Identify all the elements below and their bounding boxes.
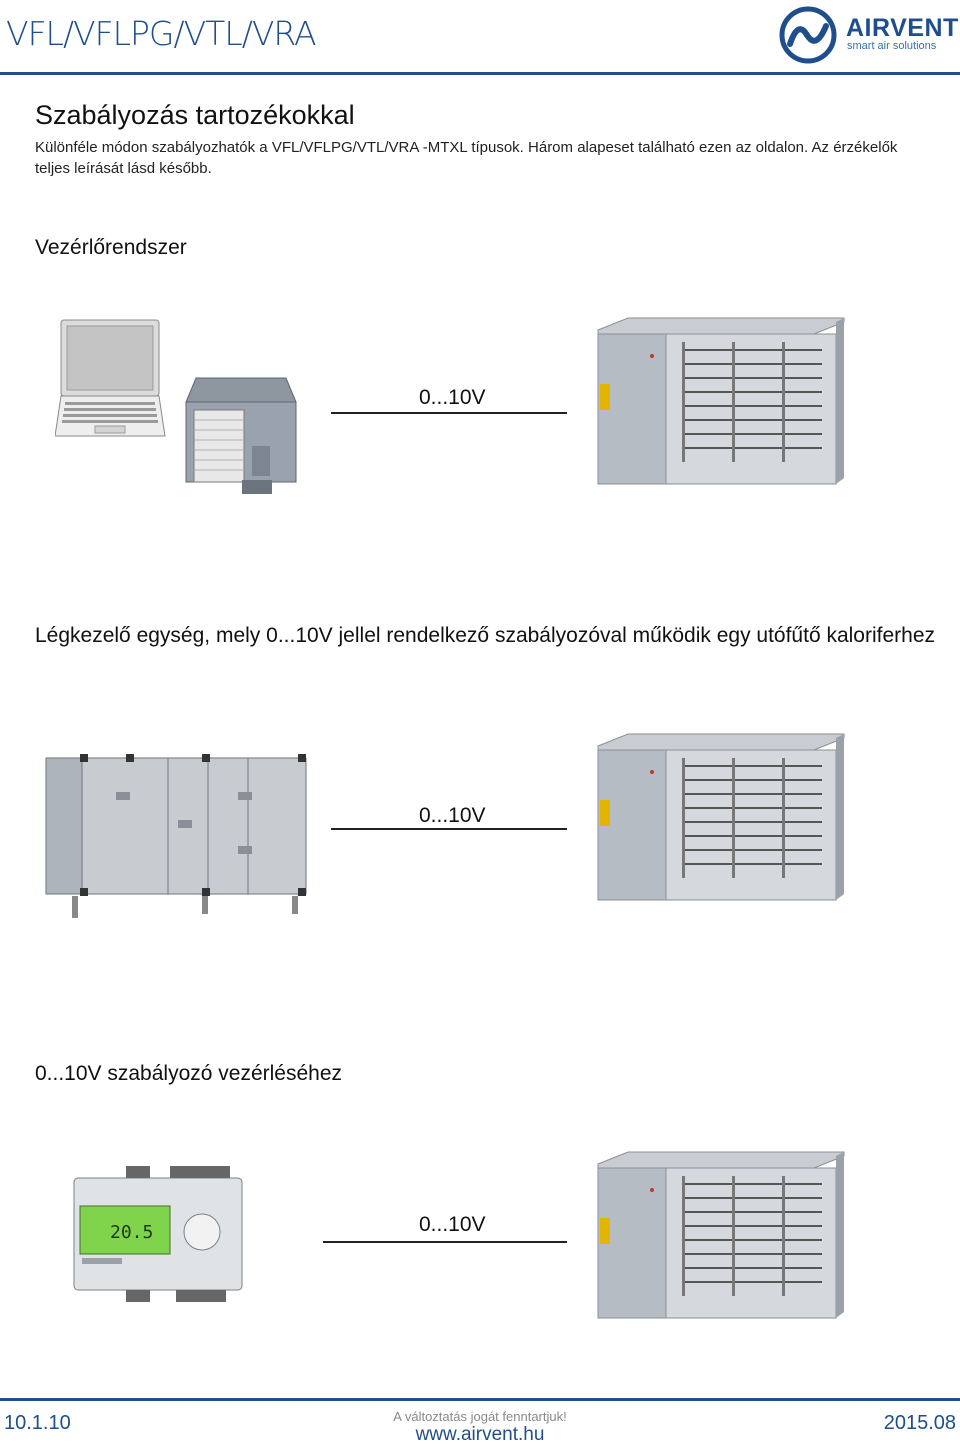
controller-display-text: 20.5: [110, 1222, 153, 1243]
section-2-signal-label: 0...10V: [419, 804, 486, 828]
section-1-signal-label: 0...10V: [419, 386, 486, 410]
section-3-signal-line: [323, 1241, 567, 1243]
rights-note: A változtatás jogát fenntartjuk!: [0, 1409, 960, 1424]
page-heading: Szabályozás tartozékokkal: [35, 100, 355, 131]
0-10v-controller-image: 20.5: [66, 1160, 248, 1312]
section-1-signal-line: [331, 412, 567, 414]
document-title: VFL/VFLPG/VTL/VRA: [6, 14, 316, 53]
section-3-signal-label: 0...10V: [419, 1213, 486, 1237]
section-2-title: Légkezelő egység, mely 0...10V jellel re…: [35, 622, 935, 649]
section-3-title: 0...10V szabályozó vezérléséhez: [35, 1062, 342, 1086]
document-date: 2015.08: [884, 1412, 956, 1435]
header-rule: [0, 72, 960, 75]
air-handling-unit-image: [42, 750, 310, 922]
logo-tagline: smart air solutions: [847, 40, 936, 52]
section-2-signal-line: [331, 828, 567, 830]
controller-unit-image: [182, 372, 300, 496]
footer-rule: [0, 1398, 960, 1401]
duct-heater-image: [592, 1150, 846, 1326]
section-1-title: Vezérlőrendszer: [35, 236, 187, 260]
logo-wordmark: AIRVENT: [846, 14, 959, 43]
duct-heater-image: [592, 316, 846, 492]
duct-heater-image: [592, 732, 846, 908]
intro-paragraph: Különféle módon szabályozhatók a VFL/VFL…: [35, 137, 915, 179]
laptop-image: [55, 318, 167, 442]
